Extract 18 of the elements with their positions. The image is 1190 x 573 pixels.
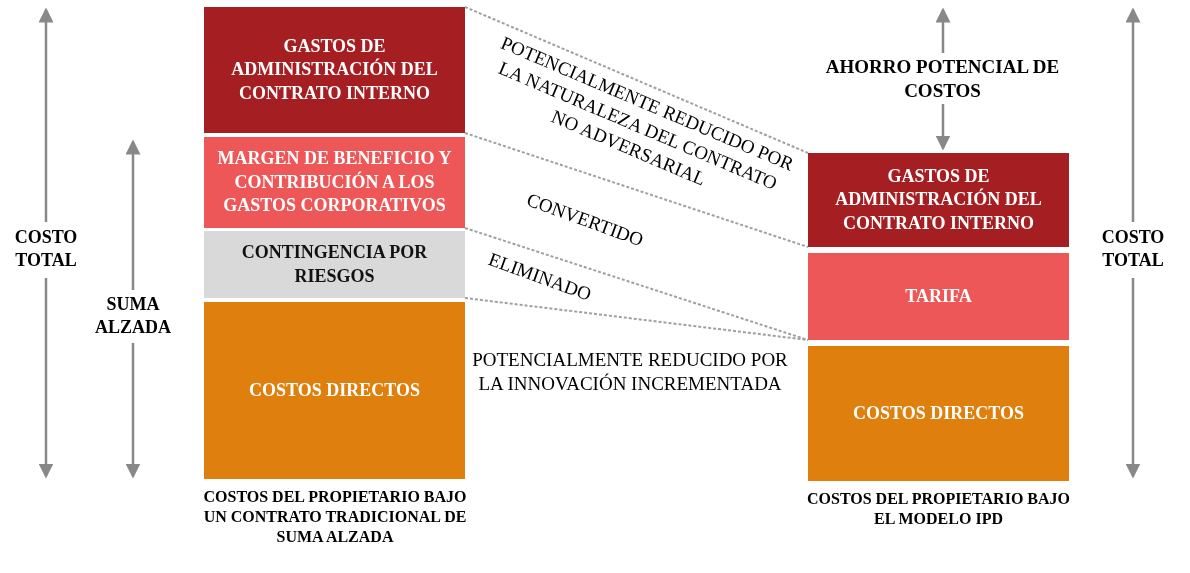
- label: COSTOS DEL PROPIETARIO BAJO EL MODELO IPD: [806, 489, 1071, 529]
- cost-block: TARIFA: [808, 253, 1069, 340]
- cost-block: COSTOS DIRECTOS: [808, 346, 1069, 481]
- cost-block: COSTOS DIRECTOS: [204, 302, 465, 479]
- label: COSTO TOTAL: [13, 226, 79, 271]
- guide-line: [464, 132, 809, 248]
- guide-line: [464, 227, 809, 341]
- cost-block: MARGEN DE BENEFICIO Y CONTRIBUCIÓN A LOS GASTOS CORPORATIVOS: [204, 137, 465, 228]
- label: SUMA ALZADA: [94, 293, 172, 338]
- label: POTENCIALMENTE REDUCIDO POR LA INNOVACIÓN INCREMENTADA: [471, 348, 789, 396]
- label: COSTOS DEL PROPIETARIO BAJO UN CONTRATO TRADICIONAL DE SUMA ALZADA: [202, 487, 468, 547]
- label: COSTO TOTAL: [1100, 226, 1166, 271]
- label: AHORRO POTENCIAL DE COSTOS: [824, 55, 1061, 103]
- guide-line: [464, 6, 809, 154]
- guide-line: [464, 297, 809, 341]
- cost-block: CONTINGENCIA POR RIESGOS: [204, 231, 465, 298]
- cost-block: GASTOS DE ADMINISTRACIÓN DEL CONTRATO INTERNO: [204, 7, 465, 133]
- cost-block: GASTOS DE ADMINISTRACIÓN DEL CONTRATO INTERNO: [808, 153, 1069, 247]
